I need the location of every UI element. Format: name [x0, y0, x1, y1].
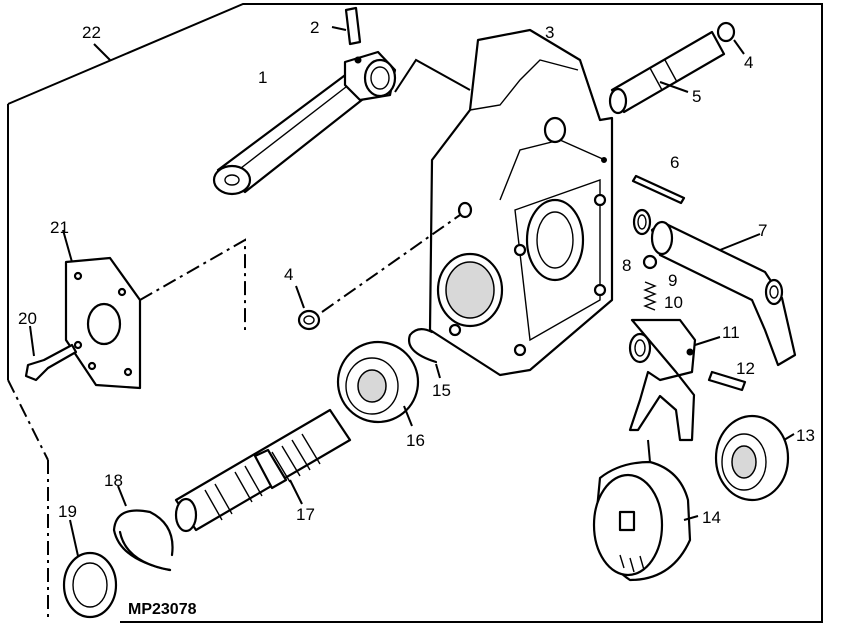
- lever-to-housing-line: [394, 58, 471, 93]
- callout-22: 22: [82, 23, 101, 42]
- callout-4-top: 4: [744, 53, 753, 72]
- callout-15: 15: [432, 381, 451, 400]
- callout-9: 9: [668, 271, 677, 290]
- oil-seal: [62, 519, 118, 619]
- cover-plate: [62, 229, 246, 390]
- callout-2: 2: [310, 18, 319, 37]
- kit-outline-dashed-divider: [7, 379, 49, 620]
- callout-4-left: 4: [284, 265, 293, 284]
- bearing-right: [714, 414, 795, 502]
- splined-shaft: [174, 408, 352, 533]
- cap-screw: [24, 325, 78, 382]
- callout-11: 11: [722, 323, 740, 342]
- callout-5: 5: [692, 87, 701, 106]
- snap-ring-small: [407, 328, 441, 379]
- set-screw: [707, 370, 747, 392]
- callout-12: 12: [736, 359, 755, 378]
- callout-16: 16: [406, 431, 425, 450]
- plug-top: [716, 21, 745, 55]
- plug-left: [295, 214, 461, 331]
- shaft-pin: [608, 30, 726, 115]
- o-ring: [632, 208, 652, 236]
- callout-13: 13: [796, 426, 815, 445]
- callout-6: 6: [670, 153, 679, 172]
- spring-pin: [601, 157, 686, 205]
- gear: [592, 439, 699, 582]
- figure-id: MP23078: [128, 601, 197, 618]
- callout-22-leader: [93, 43, 111, 61]
- callout-14: 14: [702, 508, 721, 527]
- callout-18: 18: [104, 471, 123, 490]
- callout-10: 10: [664, 293, 683, 312]
- housing: [428, 28, 614, 377]
- callout-7: 7: [758, 221, 767, 240]
- snap-ring-large: [112, 485, 174, 572]
- detent-ball: [642, 254, 658, 270]
- callout-19: 19: [58, 502, 77, 521]
- kit-outline-frame: [7, 3, 823, 623]
- shift-fork: [628, 318, 721, 442]
- lever-arm: [212, 50, 397, 196]
- callout-3: 3: [545, 23, 554, 42]
- detent-spring: [643, 281, 657, 311]
- callout-20: 20: [18, 309, 37, 328]
- callout-1: 1: [258, 68, 267, 87]
- shift-shaft: [650, 220, 797, 367]
- bearing-center: [336, 340, 420, 427]
- roll-pin: [331, 6, 362, 46]
- callout-17: 17: [296, 505, 315, 524]
- callout-21: 21: [50, 218, 69, 237]
- callout-8: 8: [622, 256, 631, 275]
